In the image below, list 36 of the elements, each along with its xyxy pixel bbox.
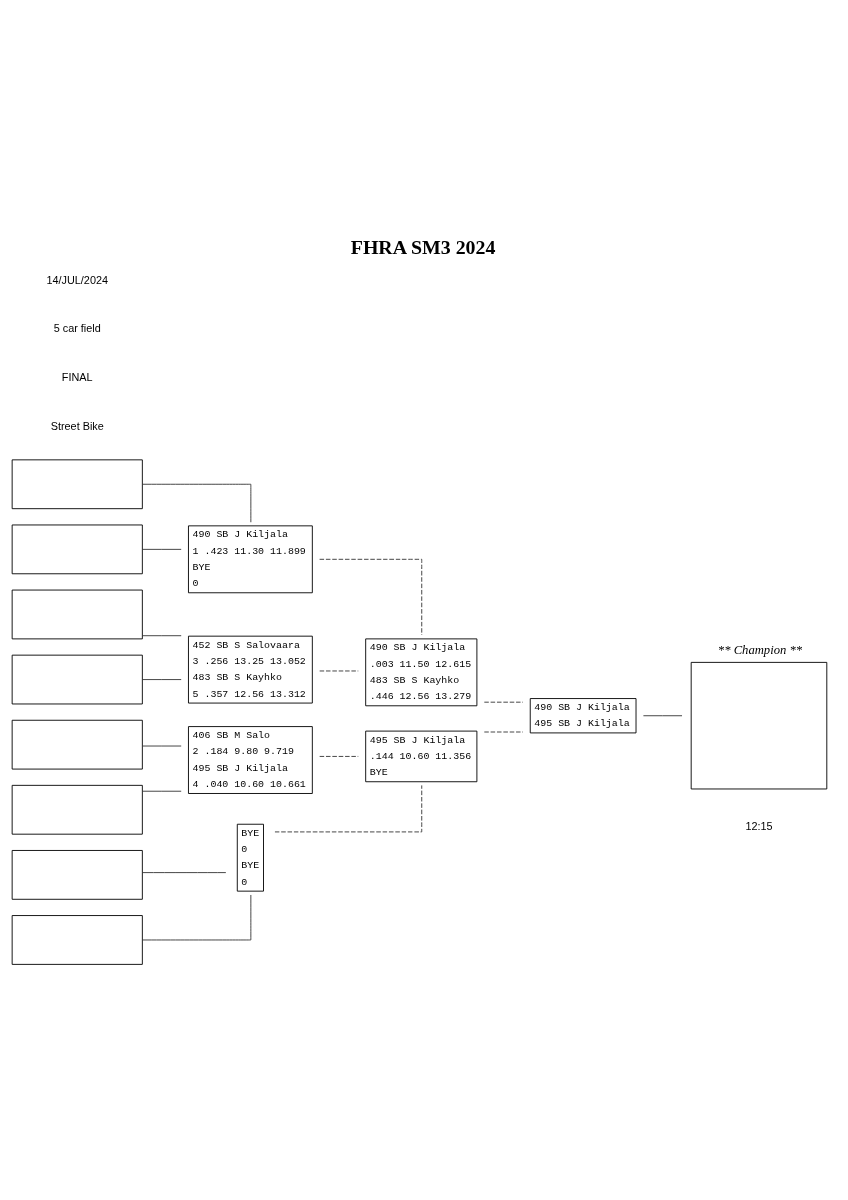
- connector: [142, 872, 227, 874]
- node-box: 490 SB J Kiljala .003 11.50 12.615 483 SB S Kayhko .446 12.56 13.279: [365, 638, 478, 707]
- connector: [483, 701, 524, 703]
- connector: [141, 483, 252, 523]
- connector: [141, 894, 252, 941]
- node-box: [11, 459, 143, 510]
- node-box: 452 SB S Salovaara 3 .256 13.25 13.052 483 SB S Kayhko 5 .357 12.56 13.312: [188, 635, 313, 704]
- node-box: 406 SB M Salo 2 .184 9.80 9.719 495 SB J Kiljala 4 .040 10.60 10.661: [188, 726, 313, 794]
- connector: [142, 548, 182, 550]
- connector: [142, 745, 182, 747]
- label: 12:15: [745, 819, 773, 832]
- node-box: BYE 0 BYE 0: [236, 823, 264, 892]
- connector: [274, 784, 423, 833]
- node-box: [690, 661, 828, 790]
- node-box: 495 SB J Kiljala .144 10.60 11.356 BYE: [365, 730, 478, 783]
- node-box: [11, 524, 143, 575]
- node-box: [11, 850, 143, 900]
- node-box: [11, 589, 143, 640]
- label: 5 car field: [53, 322, 101, 335]
- connector: [142, 679, 182, 681]
- node-box: 490 SB J Kiljala 495 SB J Kiljala: [529, 698, 637, 734]
- node-label: ** Champion **: [717, 643, 803, 658]
- node-box: [11, 719, 143, 770]
- connector: [142, 790, 182, 792]
- node-box: [11, 654, 143, 705]
- connector: [319, 558, 423, 636]
- node-box: [11, 915, 143, 965]
- node-box: [11, 784, 143, 835]
- connector: [319, 755, 359, 757]
- label: Street Bike: [50, 420, 104, 433]
- label: FINAL: [61, 371, 93, 384]
- connector: [142, 635, 182, 637]
- label: 14/JUL/2024: [46, 273, 108, 286]
- node-box: 490 SB J Kiljala 1 .423 11.30 11.899 BYE 0: [188, 525, 313, 594]
- connector: [642, 715, 683, 717]
- diagram-title: FHRA SM3 2024: [350, 236, 496, 259]
